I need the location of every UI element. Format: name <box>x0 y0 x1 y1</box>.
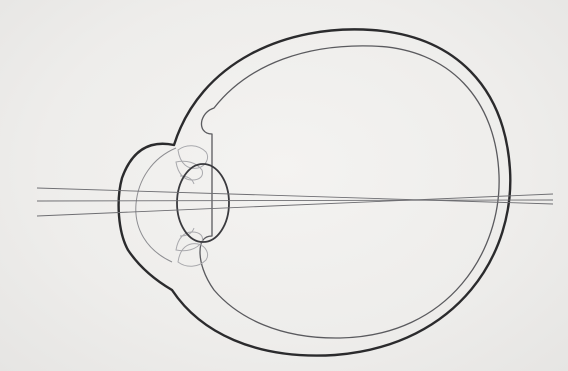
light-ray-top <box>37 188 553 204</box>
light-ray-middle <box>37 200 553 201</box>
cornea-inner-curve <box>136 148 176 262</box>
ciliary-body-lower <box>176 228 208 266</box>
light-ray-bottom <box>37 194 553 216</box>
retina-outline <box>200 46 499 338</box>
lens <box>177 164 229 242</box>
light-rays <box>37 188 553 216</box>
